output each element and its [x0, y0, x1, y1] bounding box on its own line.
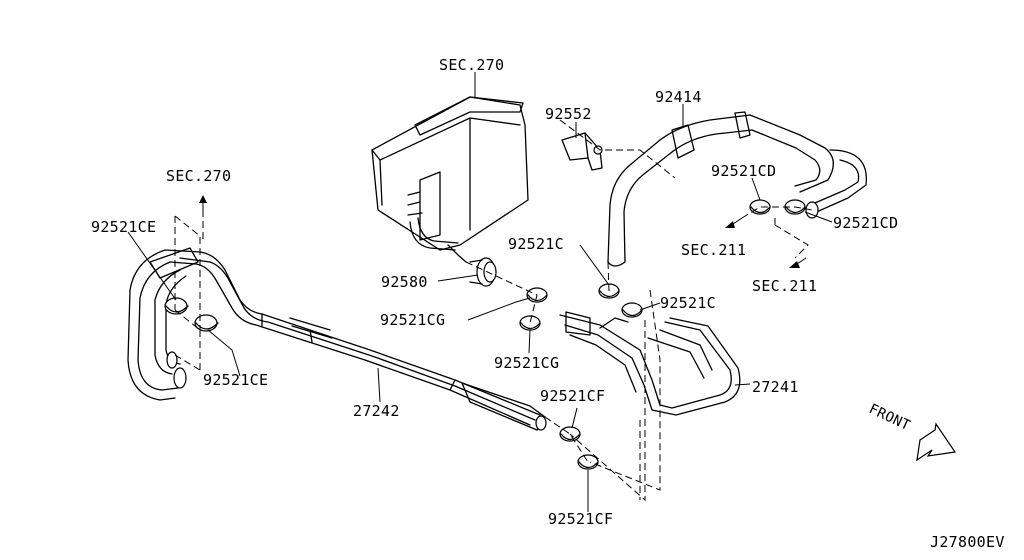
label-sec211-b: SEC.211: [752, 277, 817, 295]
arrow-sec211-a-icon: [725, 217, 743, 228]
label-92521cd-a: 92521CD: [711, 162, 776, 180]
label-92580: 92580: [381, 273, 428, 291]
bracket-92552: [561, 132, 603, 171]
label-92521c-b: 92521C: [660, 294, 716, 312]
clamp-92521cg-lower: [519, 315, 541, 331]
clamp-92521cf-lower: [577, 454, 599, 470]
clamp-92521ce-lower: [194, 314, 219, 332]
label-92521c-a: 92521C: [508, 235, 564, 253]
hose-27242: [164, 249, 547, 431]
heater-pipe-stubs: [409, 217, 467, 263]
drawing-code: J27800EV: [930, 533, 1005, 551]
clamp-92521c-right: [621, 302, 643, 318]
hose-27241: [559, 311, 741, 416]
label-92414: 92414: [655, 88, 702, 106]
label-92521cf-b: 92521CF: [548, 510, 613, 528]
arrow-sec270-up-icon: [199, 195, 207, 210]
label-sec211-a: SEC.211: [681, 241, 746, 259]
hose-27242-left-loops: [127, 247, 199, 401]
label-92521cf-a: 92521CF: [540, 387, 605, 405]
label-27241: 27241: [752, 378, 799, 396]
clamp-92521c-left: [598, 283, 620, 299]
front-arrow-icon: [916, 422, 957, 462]
arrow-sec211-b-icon: [789, 257, 807, 268]
label-92521cg-b: 92521CG: [494, 354, 559, 372]
label-92521cg-a: 92521CG: [380, 311, 445, 329]
label-92521cd-b: 92521CD: [833, 214, 898, 232]
leader-lines: [127, 72, 833, 512]
heater-unit: [371, 96, 529, 251]
label-92521ce-b: 92521CE: [203, 371, 268, 389]
assembly-dashed-lines: [174, 119, 813, 502]
clamp-92521ce-upper: [164, 297, 189, 315]
label-front: FRONT: [866, 401, 913, 434]
label-92552: 92552: [545, 105, 592, 123]
label-27242: 27242: [353, 402, 400, 420]
label-sec270-left: SEC.270: [166, 167, 231, 185]
label-sec270-top: SEC.270: [439, 56, 504, 74]
label-92521ce-a: 92521CE: [91, 218, 156, 236]
grommet-92580: [469, 257, 497, 287]
